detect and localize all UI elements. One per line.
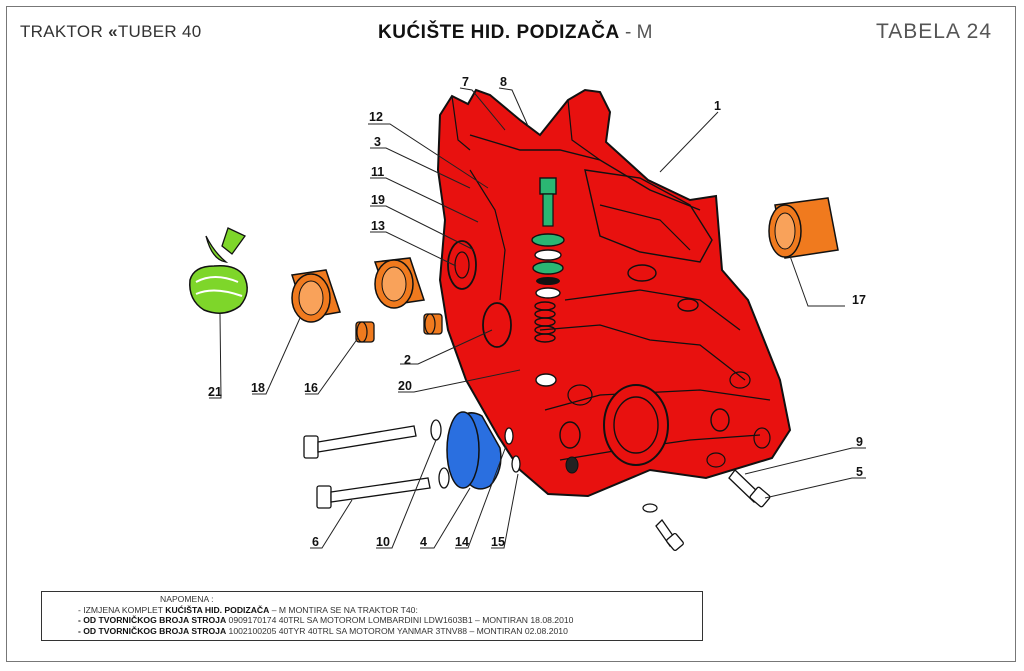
bushing-large-middle [373, 257, 425, 309]
callout-13: 13 [371, 219, 385, 233]
note-line-1: - IZMJENA KOMPLET KUĆIŠTA HID. PODIZAČA … [78, 604, 418, 615]
callout-6: 6 [312, 535, 319, 549]
note-line-3: - OD TVORNIČKOG BROJA STROJA 1002100205 … [78, 625, 568, 636]
page-title: KUĆIŠTE HID. PODIZAČA - M [378, 22, 653, 43]
callout-1: 1 [714, 99, 721, 113]
callout-20: 20 [398, 379, 412, 393]
callout-21: 21 [208, 385, 222, 399]
callout-12: 12 [369, 110, 383, 124]
note-box: NAPOMENA : - IZMJENA KOMPLET KUĆIŠTA HID… [41, 591, 703, 641]
bolt-lower [316, 477, 431, 509]
table-number: TABELA 24 [875, 20, 992, 43]
callout-11: 11 [371, 165, 384, 179]
hydraulic-lift-housing [436, 88, 792, 498]
note-line-2: - OD TVORNIČKOG BROJA STROJA 0909170174 … [78, 615, 574, 626]
callout-4: 4 [420, 535, 427, 549]
valve-assembly [531, 177, 565, 343]
bushing-16 [355, 321, 375, 343]
bolt-upper [303, 425, 417, 459]
callout-9: 9 [856, 435, 863, 449]
bushing-18 [291, 269, 341, 323]
callout-7: 7 [462, 75, 469, 89]
bushing-small-right [423, 313, 443, 335]
note-title: NAPOMENA : [160, 594, 214, 604]
callout-3: 3 [374, 135, 381, 149]
callout-2: 2 [404, 353, 411, 367]
callout-19: 19 [371, 193, 385, 207]
bushing-17 [768, 197, 839, 259]
cover-plate-4 [446, 411, 502, 490]
callout-numbers: 1 2 3 4 5 6 7 8 9 10 11 12 13 14 15 16 1… [208, 75, 866, 549]
seal-21 [189, 227, 248, 314]
callout-16: 16 [304, 381, 318, 395]
tractor-model-label: TRAKTOR «TUBER 40 [20, 22, 202, 41]
callout-8: 8 [500, 75, 507, 89]
bolt-bottom [642, 503, 684, 552]
callout-17: 17 [852, 293, 866, 307]
callout-10: 10 [376, 535, 390, 549]
leader-lines [209, 87, 866, 549]
callout-5: 5 [856, 465, 863, 479]
callout-15: 15 [491, 535, 505, 549]
callout-18: 18 [251, 381, 265, 395]
washers [430, 419, 521, 489]
bolt-5 [728, 469, 771, 508]
callout-14: 14 [455, 535, 469, 549]
page-frame [6, 6, 1016, 662]
